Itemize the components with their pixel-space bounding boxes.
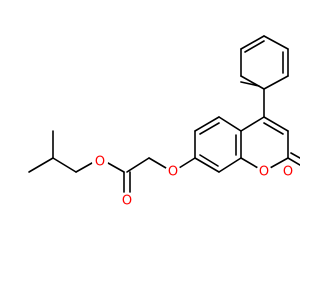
bond <box>263 122 284 135</box>
atom-background <box>92 154 108 170</box>
bond <box>240 116 265 132</box>
bond <box>28 157 54 173</box>
bond <box>199 154 219 167</box>
bond <box>287 157 300 166</box>
bond <box>148 157 167 169</box>
bond <box>75 162 93 173</box>
bond <box>244 40 265 53</box>
structure-canvas: O O O O O <box>28 35 300 209</box>
bond <box>218 157 242 173</box>
bond <box>107 162 125 173</box>
molecule-diagram: O O O O O <box>28 35 300 209</box>
bond <box>263 116 289 132</box>
bond <box>263 75 289 90</box>
atom-labels: O O O O O <box>92 154 295 209</box>
bond <box>240 157 259 169</box>
bond <box>194 157 220 173</box>
atom-background <box>119 193 135 209</box>
bond <box>52 157 77 173</box>
bond <box>178 157 196 169</box>
atom-background <box>256 164 272 180</box>
ring-oxygen-label: O <box>259 165 269 180</box>
ether-oxygen-label: O <box>168 165 178 180</box>
lactone-oxygen-label: O <box>283 165 293 180</box>
bond <box>269 157 289 169</box>
bond <box>199 122 220 135</box>
ester-oxygen-label: O <box>95 155 105 170</box>
bond <box>240 35 265 50</box>
bonds <box>28 35 300 193</box>
bond <box>126 157 150 173</box>
bond <box>263 35 289 50</box>
bond <box>194 116 220 132</box>
carbonyl-oxygen-label: O <box>122 194 132 209</box>
atom-background <box>165 164 181 180</box>
bond <box>240 81 260 87</box>
bond <box>240 75 265 90</box>
atom-background <box>281 165 295 179</box>
bond <box>218 116 242 132</box>
bond <box>290 152 300 159</box>
